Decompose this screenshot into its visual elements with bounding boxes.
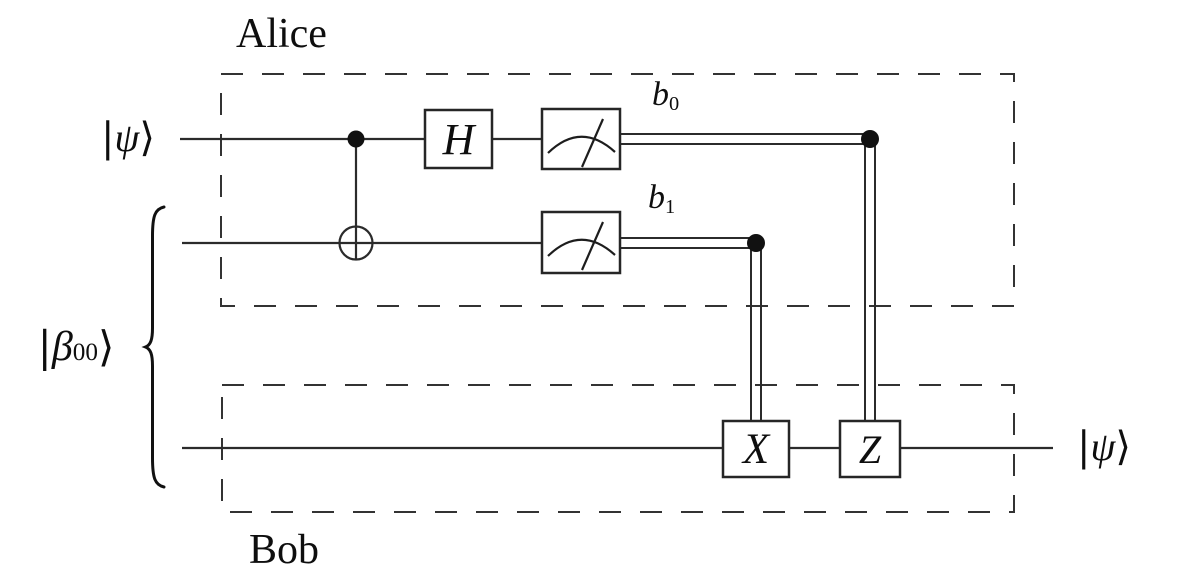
bit-b1-label: b1 (648, 179, 676, 219)
classical-wires (620, 133, 876, 421)
hadamard-gate-label: H (442, 114, 475, 164)
ket-close: ⟩ (139, 115, 155, 161)
classical-junction-dot-b1 (747, 234, 765, 252)
gate-boxes (423, 107, 902, 479)
meter-needle-icon-b0 (580, 118, 605, 168)
alice-label: Alice (236, 11, 327, 57)
ket-open: | (101, 115, 115, 161)
meter-glyphs (547, 118, 616, 271)
measurement-box-b1 (540, 210, 622, 275)
bell-state-brace (141, 205, 166, 489)
bit-b0-label: b0 (652, 76, 680, 116)
output-state-label: |ψ⟩ (1066, 423, 1142, 471)
psi-symbol: ψ (1090, 424, 1116, 469)
z-gate-box (838, 419, 902, 479)
z-gate-label: Z (858, 426, 882, 472)
ket-open: | (37, 322, 52, 371)
qubit-wires (180, 137, 1053, 450)
measurement-box-b0 (540, 107, 622, 171)
ket-close: ⟩ (97, 322, 115, 371)
b0-subscript: 0 (669, 93, 680, 116)
x-gate-box (721, 419, 791, 479)
bob-label: Bob (249, 527, 320, 573)
classical-junction-dot-b0 (861, 130, 879, 148)
cnot-control-dot (347, 130, 365, 148)
input-state-label: |ψ⟩ (90, 114, 166, 162)
b1-subscript: 1 (665, 196, 676, 219)
x-gate-label: X (742, 425, 770, 473)
hadamard-gate-box (423, 108, 494, 170)
alice-dashed-box (220, 73, 1015, 307)
ket-open: | (1077, 424, 1091, 470)
meter-needle-icon-b1 (580, 221, 605, 271)
meter-arc-icon-b0 (547, 135, 616, 154)
meter-arc-icon-b1 (547, 238, 616, 257)
b-symbol: b (648, 179, 665, 216)
cnot-target-icon (338, 225, 374, 261)
psi-symbol: ψ (114, 115, 140, 160)
b-symbol: b (652, 76, 669, 113)
beta-symbol: β (51, 324, 73, 370)
ket-close: ⟩ (1115, 424, 1131, 470)
